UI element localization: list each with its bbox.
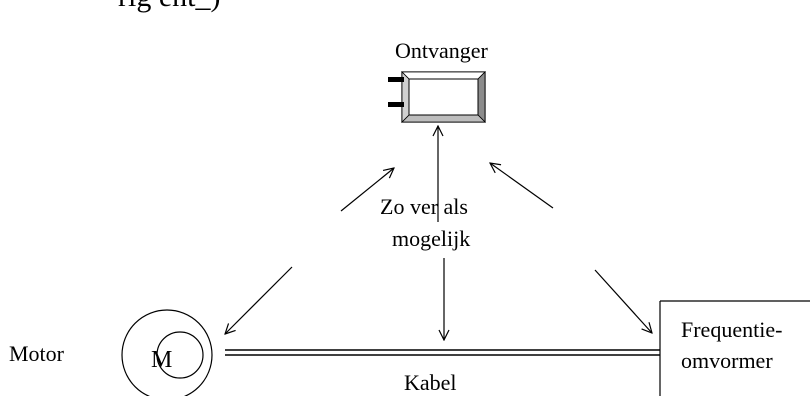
distance-label-line1: Zo ver als	[380, 194, 468, 219]
arrow-receiver-to-converter	[594, 269, 652, 333]
converter-label-line1: Frequentie-	[681, 317, 782, 342]
motor-symbol-letter: M	[151, 347, 172, 373]
arrow-converter-to-receiver	[490, 163, 554, 209]
receiver-pin-bottom	[388, 102, 404, 107]
receiver-box	[401, 71, 486, 123]
header-fragment: rig ent_)	[118, 0, 220, 13]
frequency-converter-box	[659, 300, 810, 396]
cable-line	[225, 349, 660, 356]
motor-label: Motor	[9, 341, 65, 366]
receiver-label: Ontvanger	[395, 38, 489, 63]
arrow-motor-to-receiver	[340, 168, 394, 212]
cable-label: Kabel	[404, 370, 457, 395]
arrow-receiver-to-motor	[225, 266, 293, 334]
converter-label-line2: omvormer	[681, 348, 773, 373]
distance-label-line2: mogelijk	[392, 226, 470, 251]
receiver-pin-top	[388, 77, 404, 82]
motor-symbol	[121, 309, 213, 396]
